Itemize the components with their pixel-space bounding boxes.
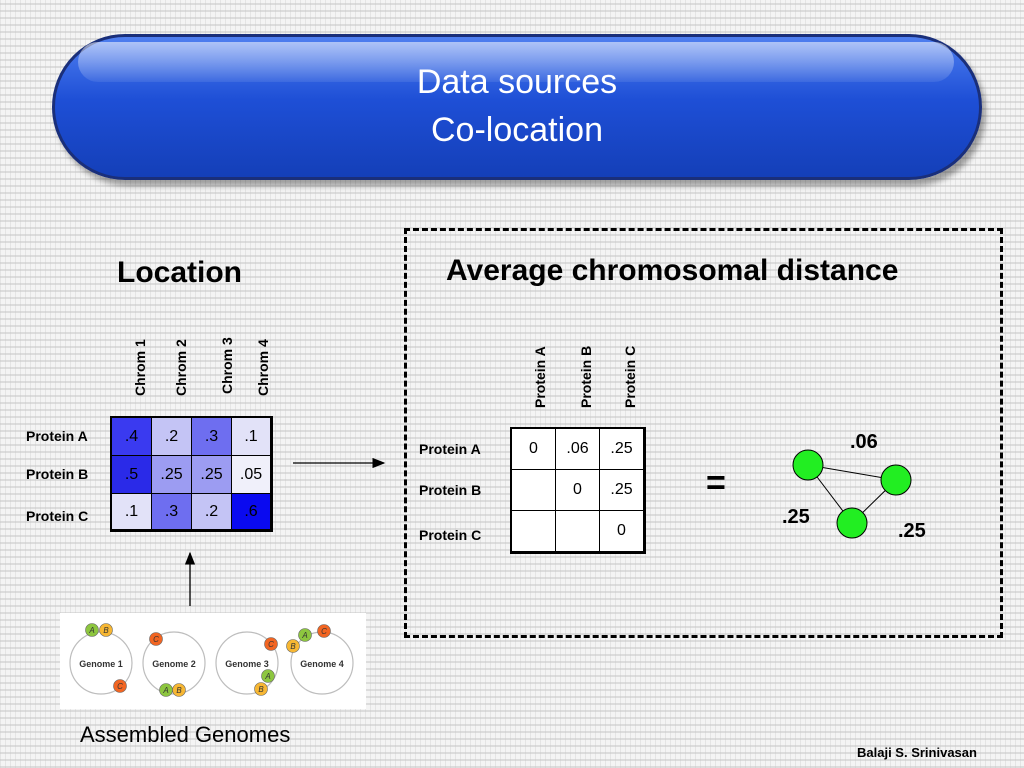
- gene-label: B: [176, 686, 182, 695]
- row-label-protein-b: Protein B: [26, 466, 89, 482]
- location-cell: .2: [152, 418, 192, 456]
- distance-cell: [556, 511, 600, 552]
- location-cell: .4: [112, 418, 152, 456]
- column-label-chrom-1: Chrom 1: [132, 339, 148, 396]
- gene-label: A: [301, 631, 307, 640]
- distance-row-label-protein-c: Protein C: [419, 527, 482, 543]
- gene-label: C: [268, 640, 274, 649]
- distance-panel: [404, 228, 1003, 638]
- distance-cell: .06: [556, 429, 600, 470]
- equals-sign: =: [706, 464, 726, 502]
- distance-cell: .25: [600, 429, 644, 470]
- location-heading: Location: [117, 256, 242, 289]
- location-cell: .6: [232, 494, 271, 530]
- graph-node-protein-b: [880, 464, 912, 496]
- distance-cell: 0: [512, 429, 556, 470]
- title-gloss: [78, 42, 954, 82]
- gene-c-marker: [264, 637, 278, 651]
- protein-graph: [792, 449, 912, 539]
- genome-label: Genome 3: [225, 659, 269, 669]
- distance-row-label-protein-a: Protein A: [419, 441, 481, 457]
- location-cell: .2: [192, 494, 232, 530]
- gene-c-marker: [149, 632, 163, 646]
- column-label-chrom-3: Chrom 3: [219, 337, 235, 394]
- assembled-genomes-caption: Assembled Genomes: [80, 722, 291, 747]
- gene-a-marker: [85, 623, 99, 637]
- column-label-protein-b: Protein B: [578, 345, 594, 408]
- edge-label-top: .06: [850, 431, 878, 453]
- gene-label: A: [264, 672, 270, 681]
- genome-label: Genome 1: [79, 659, 123, 669]
- slide-title: Data sources: [416, 63, 618, 101]
- gene-label: B: [103, 626, 109, 635]
- gene-a-marker: [261, 669, 275, 683]
- location-cell: .1: [112, 494, 152, 530]
- distance-cell: 0: [600, 511, 644, 552]
- location-cell: .3: [192, 418, 232, 456]
- distance-cell: .25: [600, 470, 644, 511]
- gene-label: B: [258, 685, 264, 694]
- graph-node-protein-c: [836, 507, 868, 539]
- gene-b-marker: [99, 623, 113, 637]
- column-label-chrom-4: Chrom 4: [255, 339, 271, 396]
- row-label-protein-c: Protein C: [26, 508, 89, 524]
- genome-label: Genome 2: [152, 659, 196, 669]
- location-cell: .3: [152, 494, 192, 530]
- gene-b-marker: [172, 683, 186, 697]
- location-matrix: .4 .2 .3 .1 .5 .25 .25 .05 .1 .3 .2 .6: [110, 416, 273, 532]
- location-cell: .25: [192, 456, 232, 494]
- distance-cell: 0: [556, 470, 600, 511]
- gene-c-marker: [113, 679, 127, 693]
- row-label-protein-a: Protein A: [26, 428, 88, 444]
- location-cell: .5: [112, 456, 152, 494]
- location-cell: .05: [232, 456, 271, 494]
- gene-label: C: [321, 627, 327, 636]
- distance-heading: Average chromosomal distance: [446, 254, 899, 287]
- location-cell: .1: [232, 418, 271, 456]
- genome-illustration: Genome 1 A B C Genome 2 C A B Genome 3 C…: [60, 613, 366, 709]
- gene-b-marker: [254, 682, 268, 696]
- gene-label: A: [162, 686, 168, 695]
- distance-cell: [512, 470, 556, 511]
- gene-c-marker: [317, 624, 331, 638]
- distance-matrix: 0 .06 .25 0 .25 0: [510, 427, 646, 554]
- genome-label: Genome 4: [300, 659, 344, 669]
- column-label-protein-c: Protein C: [622, 345, 638, 408]
- distance-row-label-protein-b: Protein B: [419, 482, 482, 498]
- edge-label-right: .25: [898, 520, 926, 542]
- graph-node-protein-a: [792, 449, 824, 481]
- edge-label-left: .25: [782, 506, 810, 528]
- location-cell: .25: [152, 456, 192, 494]
- gene-label: C: [117, 682, 123, 691]
- column-label-chrom-2: Chrom 2: [173, 339, 189, 396]
- gene-b-marker: [286, 639, 300, 653]
- gene-label: A: [88, 626, 94, 635]
- author-credit: Balaji S. Srinivasan: [857, 745, 977, 760]
- column-label-protein-a: Protein A: [532, 346, 548, 408]
- slide-subtitle: Co-location: [431, 111, 603, 149]
- distance-cell: [512, 511, 556, 552]
- gene-a-marker: [298, 628, 312, 642]
- gene-label: C: [153, 635, 159, 644]
- gene-label: B: [290, 642, 296, 651]
